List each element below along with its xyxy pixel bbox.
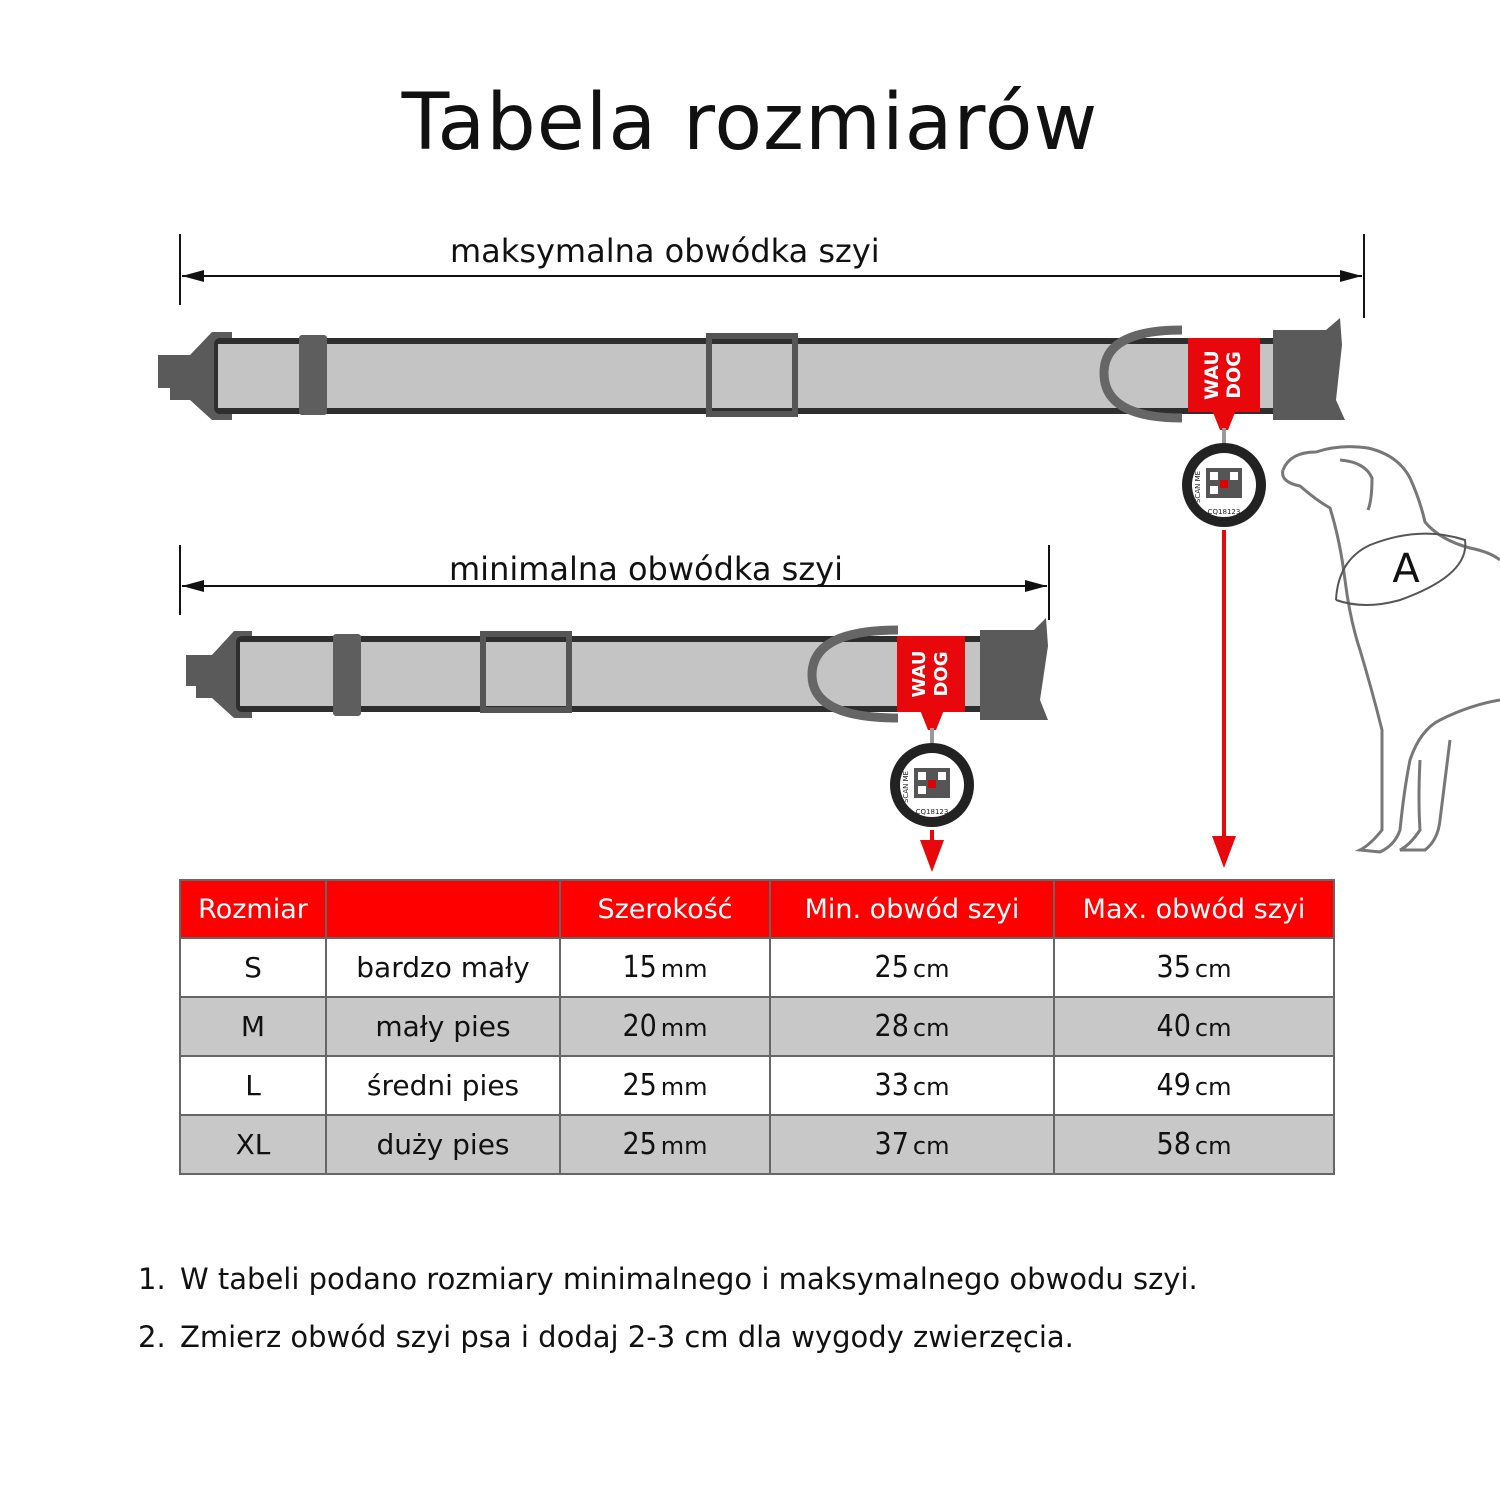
width-value: 25	[622, 1068, 657, 1103]
collar-max	[158, 318, 1345, 868]
width-value: 25	[622, 1127, 657, 1162]
brand-text-line2-small: DOG	[931, 651, 952, 696]
max-unit: cm	[1194, 1073, 1232, 1101]
width-value: 20	[622, 1009, 657, 1044]
min-unit: cm	[912, 955, 950, 983]
width-unit: mm	[660, 1014, 708, 1042]
tag-code-small: CQ18123	[916, 808, 949, 816]
width-unit: mm	[660, 1073, 708, 1101]
desc-cell: bardzo mały	[325, 937, 561, 998]
min-value: 25	[874, 950, 909, 985]
tag-code: CQ18123	[1208, 508, 1241, 516]
header-min: Min. obwód szyi	[769, 879, 1055, 939]
d-ring	[1099, 325, 1183, 423]
max-unit: cm	[1194, 955, 1232, 983]
width-unit: mm	[660, 1132, 708, 1160]
note-number: 1.	[138, 1262, 166, 1296]
size-cell: M	[179, 996, 327, 1057]
min-dimension-line	[179, 545, 1050, 620]
max-value: 58	[1156, 1127, 1191, 1162]
desc-cell: duży pies	[325, 1114, 561, 1175]
size-table: Rozmiar Szerokość Min. obwód szyi Max. o…	[179, 879, 1335, 1175]
brand-text-line1-small: WAU	[909, 650, 930, 697]
brand-label	[1188, 338, 1260, 412]
notes-list: 1. W tabeli podano rozmiary minimalnego …	[138, 1262, 1198, 1378]
min-neck-label: minimalna obwódka szyi	[449, 550, 843, 588]
max-value: 40	[1156, 1009, 1191, 1044]
desc-cell: mały pies	[325, 996, 561, 1057]
header-desc	[325, 879, 561, 939]
min-value: 28	[874, 1009, 909, 1044]
size-cell: XL	[179, 1114, 327, 1175]
note-number: 2.	[138, 1320, 166, 1354]
max-unit: cm	[1194, 1014, 1232, 1042]
keeper-loop	[299, 335, 327, 415]
header-max: Max. obwód szyi	[1053, 879, 1335, 939]
brand-text-line1: WAU	[1201, 350, 1223, 400]
brand-text-line2: DOG	[1223, 351, 1245, 399]
note-item: 1. W tabeli podano rozmiary minimalnego …	[138, 1262, 1198, 1296]
note-item: 2. Zmierz obwód szyi psa i dodaj 2-3 cm …	[138, 1320, 1198, 1354]
table-header-row: Rozmiar Szerokość Min. obwód szyi Max. o…	[179, 879, 1335, 939]
size-cell: S	[179, 937, 327, 998]
min-unit: cm	[912, 1014, 950, 1042]
max-neck-label: maksymalna obwódka szyi	[450, 232, 880, 270]
size-cell: L	[179, 1055, 327, 1116]
max-value: 49	[1156, 1068, 1191, 1103]
note-text: W tabeli podano rozmiary minimalnego i m…	[180, 1262, 1198, 1296]
measure-letter: A	[1392, 546, 1420, 592]
collar-min	[186, 618, 1048, 872]
desc-cell: średni pies	[325, 1055, 561, 1116]
max-dimension-line	[179, 234, 1365, 318]
min-unit: cm	[912, 1132, 950, 1160]
tag-scan-small: SCAN ME	[902, 771, 910, 803]
header-width: Szerokość	[559, 879, 771, 939]
header-size: Rozmiar	[179, 879, 327, 939]
max-unit: cm	[1194, 1132, 1232, 1160]
tag-scan: SCAN ME	[1194, 471, 1202, 503]
width-value: 15	[622, 950, 657, 985]
min-unit: cm	[912, 1073, 950, 1101]
min-value: 33	[874, 1068, 909, 1103]
slider-buckle	[706, 333, 798, 417]
note-text: Zmierz obwód szyi psa i dodaj 2-3 cm dla…	[180, 1320, 1074, 1354]
min-value: 37	[874, 1127, 909, 1162]
max-value: 35	[1156, 950, 1191, 985]
page-title: Tabela rozmiarów	[401, 78, 1099, 168]
dog-outline	[1281, 445, 1500, 854]
width-unit: mm	[660, 955, 708, 983]
buckle-female	[1273, 318, 1345, 420]
